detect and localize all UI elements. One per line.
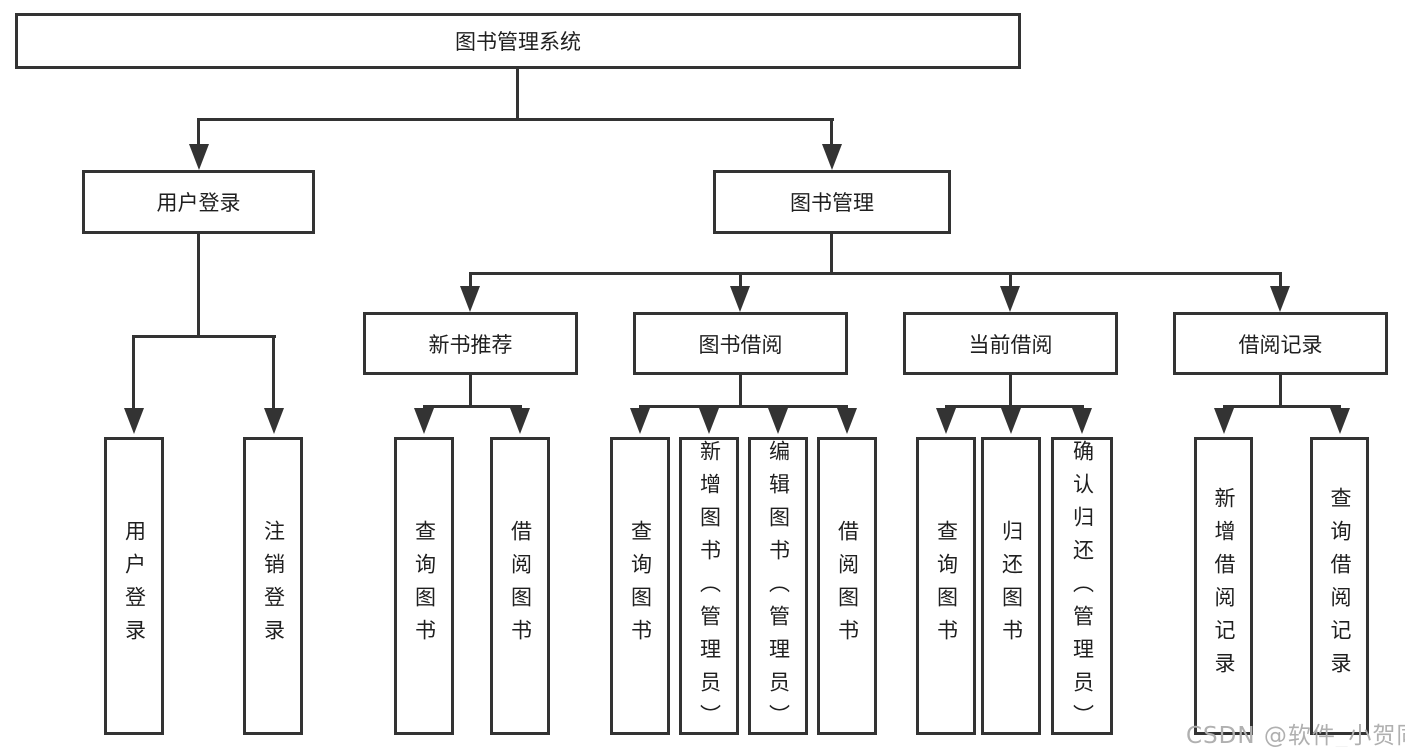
leaf-query-books-3: 查询图书 bbox=[916, 437, 976, 735]
arrowhead-down-icon bbox=[822, 144, 842, 170]
connector-hbar bbox=[1223, 405, 1341, 408]
arrowhead-down-icon bbox=[837, 408, 857, 434]
connector-mgmt-hbar bbox=[469, 272, 1282, 275]
leaf-edit-books-admin: 编辑图书（管理员） bbox=[748, 437, 808, 737]
leaf-logout: 注销登录 bbox=[243, 437, 303, 735]
leaf-borrow-books-1: 借阅图书 bbox=[490, 437, 550, 735]
node-book-management: 图书管理 bbox=[713, 170, 951, 234]
leaf-return-books: 归还图书 bbox=[981, 437, 1041, 735]
leaf-query-books-2: 查询图书 bbox=[610, 437, 670, 735]
connector-mgmt-stub bbox=[830, 234, 833, 272]
connector-drop bbox=[197, 121, 200, 147]
arrowhead-down-icon bbox=[1330, 408, 1350, 434]
arrowhead-down-icon bbox=[1072, 408, 1092, 434]
connector-drop bbox=[469, 275, 472, 287]
arrowhead-down-icon bbox=[264, 408, 284, 434]
node-borrow-records: 借阅记录 bbox=[1173, 312, 1388, 375]
connector-drop bbox=[272, 338, 275, 408]
leaf-borrow-books-2: 借阅图书 bbox=[817, 437, 877, 735]
connector-drop bbox=[1279, 275, 1282, 287]
arrowhead-down-icon bbox=[699, 408, 719, 434]
connector-hbar bbox=[945, 405, 1084, 408]
watermark: CSDN @软件_小贺同学 bbox=[1186, 723, 1405, 747]
leaf-confirm-return-admin: 确认归还（管理员） bbox=[1051, 437, 1113, 737]
leaf-query-books-1: 查询图书 bbox=[394, 437, 454, 735]
node-book-borrow: 图书借阅 bbox=[633, 312, 848, 375]
connector-login-stub bbox=[197, 234, 200, 335]
leaf-add-books-admin: 新增图书（管理员） bbox=[679, 437, 739, 737]
arrowhead-down-icon bbox=[630, 408, 650, 434]
leaf-query-borrow-record: 查询借阅记录 bbox=[1310, 437, 1369, 735]
leaf-add-borrow-record: 新增借阅记录 bbox=[1194, 437, 1253, 735]
node-library-system: 图书管理系统 bbox=[15, 13, 1021, 69]
arrowhead-down-icon bbox=[1001, 408, 1021, 434]
connector-root-hbar bbox=[197, 118, 834, 121]
connector-drop bbox=[1009, 275, 1012, 287]
connector-stub bbox=[739, 375, 742, 407]
node-user-login: 用户登录 bbox=[82, 170, 315, 234]
arrowhead-down-icon bbox=[730, 286, 750, 312]
arrowhead-down-icon bbox=[768, 408, 788, 434]
arrowhead-down-icon bbox=[460, 286, 480, 312]
arrowhead-down-icon bbox=[1000, 286, 1020, 312]
connector-hbar bbox=[639, 405, 848, 408]
arrowhead-down-icon bbox=[414, 408, 434, 434]
connector-stub bbox=[469, 375, 472, 407]
connector-stub bbox=[1009, 375, 1012, 407]
connector-drop bbox=[132, 338, 135, 408]
arrowhead-down-icon bbox=[1270, 286, 1290, 312]
arrowhead-down-icon bbox=[124, 408, 144, 434]
arrowhead-down-icon bbox=[189, 144, 209, 170]
node-current-borrow: 当前借阅 bbox=[903, 312, 1118, 375]
leaf-user-login: 用户登录 bbox=[104, 437, 164, 735]
connector-drop bbox=[830, 121, 833, 147]
arrowhead-down-icon bbox=[1214, 408, 1234, 434]
connector-stub bbox=[1279, 375, 1282, 407]
arrowhead-down-icon bbox=[510, 408, 530, 434]
connector-root-stub bbox=[516, 69, 519, 118]
connector-drop bbox=[739, 275, 742, 287]
arrowhead-down-icon bbox=[936, 408, 956, 434]
node-new-book-recommend: 新书推荐 bbox=[363, 312, 578, 375]
connector-login-hbar bbox=[132, 335, 276, 338]
connector-hbar bbox=[423, 405, 522, 408]
